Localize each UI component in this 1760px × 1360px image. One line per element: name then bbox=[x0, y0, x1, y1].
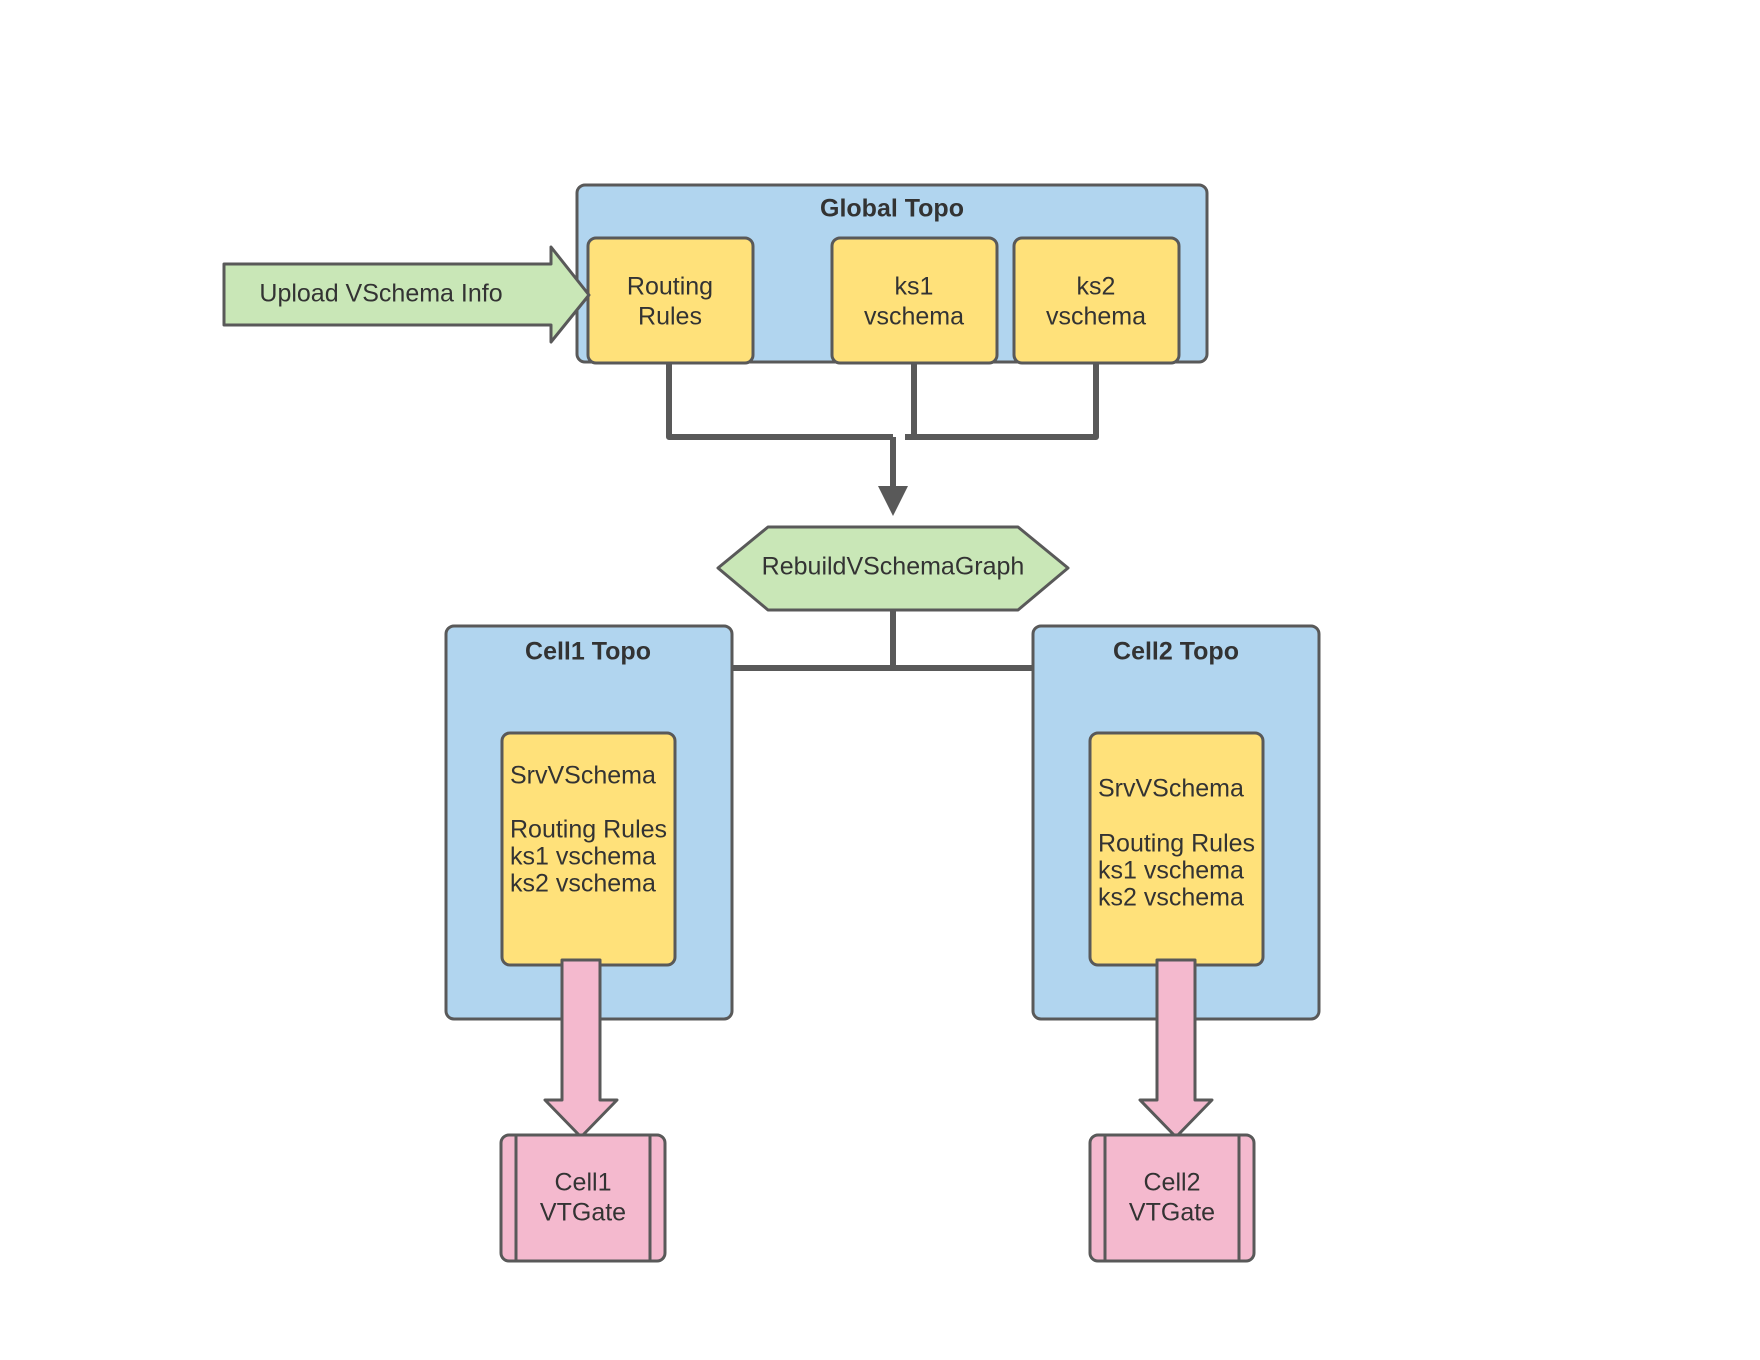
cell1-srvvschema-node[interactable]: SrvVSchema Routing Rules ks1 vschema ks2… bbox=[500, 731, 677, 967]
cell2-vtgate-box bbox=[1088, 1133, 1256, 1263]
cell2-srvvschema-item-3: ks2 vschema bbox=[1098, 884, 1244, 912]
cell1-srvvschema-item-1: Routing Rules bbox=[510, 816, 667, 844]
upload-arrow-label: Upload VSchema Info bbox=[259, 280, 502, 308]
cell2-vtgate-line-1: Cell2 bbox=[1144, 1169, 1201, 1197]
cell2-srvvschema-heading: SrvVSchema bbox=[1098, 775, 1244, 803]
rebuild-vschema-graph-step[interactable]: RebuildVSchemaGraph bbox=[716, 525, 1070, 612]
ks2-vschema-box bbox=[1012, 236, 1181, 365]
cell1-srvvschema-item-3: ks2 vschema bbox=[510, 870, 656, 898]
cell2-srvvschema-item-2: ks1 vschema bbox=[1098, 857, 1244, 885]
rebuild-step-label: RebuildVSchemaGraph bbox=[762, 553, 1025, 581]
rebuild-hexagon-shape bbox=[716, 525, 1070, 612]
node-ks1-vschema[interactable]: ks1 vschema bbox=[830, 236, 999, 365]
edge-routing-rules-to-rebuild bbox=[666, 362, 893, 440]
routing-rules-box bbox=[586, 236, 755, 365]
cell2-srvvschema-item-1: Routing Rules bbox=[1098, 830, 1255, 858]
ks1-vschema-box bbox=[830, 236, 999, 365]
cell1-topo-title: Cell1 Topo bbox=[525, 638, 651, 666]
ks2-vschema-line-2: vschema bbox=[1046, 303, 1146, 331]
cell2-vtgate-node[interactable]: Cell2 VTGate bbox=[1088, 1133, 1256, 1263]
cell1-vtgate-box bbox=[499, 1133, 667, 1263]
cell1-srvvschema-to-vtgate-arrow bbox=[543, 958, 619, 1139]
cell1-srvvschema-item-2: ks1 vschema bbox=[510, 843, 656, 871]
cell1-srvvschema-heading: SrvVSchema bbox=[510, 762, 656, 790]
cell1-vtgate-node[interactable]: Cell1 VTGate bbox=[499, 1133, 667, 1263]
ks1-vschema-line-1: ks1 bbox=[895, 273, 934, 301]
edge-ks2-to-rebuild bbox=[905, 362, 1099, 440]
upload-vschema-arrow[interactable]: Upload VSchema Info bbox=[222, 245, 591, 344]
cell1-vtgate-line-2: VTGate bbox=[540, 1199, 626, 1227]
cell2-vtgate-line-2: VTGate bbox=[1129, 1199, 1215, 1227]
edge-globaltopo-to-rebuild bbox=[666, 362, 1099, 516]
ks1-vschema-line-2: vschema bbox=[864, 303, 964, 331]
cell1-vtgate-line-1: Cell1 bbox=[555, 1169, 612, 1197]
ks2-vschema-line-1: ks2 bbox=[1077, 273, 1116, 301]
cell1-block-arrow-down bbox=[543, 958, 619, 1139]
global-topo-title: Global Topo bbox=[820, 195, 964, 223]
cell2-srvvschema-node[interactable]: SrvVSchema Routing Rules ks1 vschema ks2… bbox=[1088, 731, 1265, 967]
upload-arrow-shape bbox=[222, 245, 591, 344]
node-routing-rules[interactable]: Routing Rules bbox=[586, 236, 755, 365]
routing-rules-line-1: Routing bbox=[627, 273, 713, 301]
cell2-block-arrow-down bbox=[1138, 958, 1214, 1139]
cell2-topo-title: Cell2 Topo bbox=[1113, 638, 1239, 666]
node-ks2-vschema[interactable]: ks2 vschema bbox=[1012, 236, 1181, 365]
cell2-srvvschema-to-vtgate-arrow bbox=[1138, 958, 1214, 1139]
routing-rules-line-2: Rules bbox=[638, 303, 702, 331]
arrowhead-to-rebuild bbox=[878, 486, 908, 516]
